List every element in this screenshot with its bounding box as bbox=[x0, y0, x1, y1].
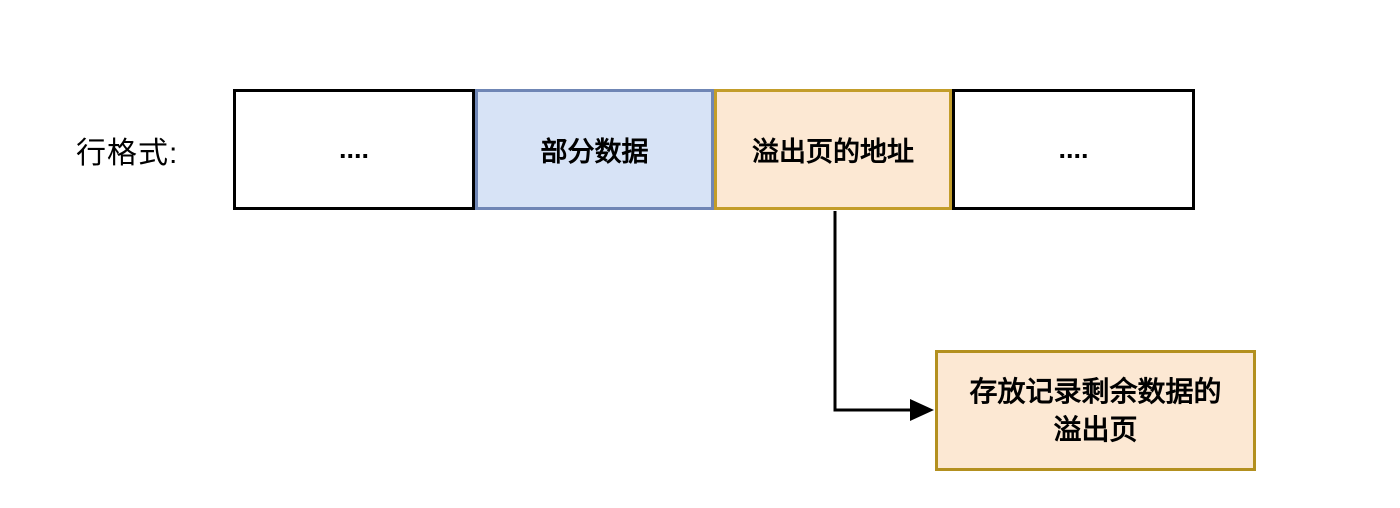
arrow-head-icon bbox=[910, 399, 934, 421]
row-format-label: 行格式: bbox=[76, 136, 179, 170]
arrow-line bbox=[833, 211, 914, 412]
overflow-box-line1: 存放记录剩余数据的 bbox=[969, 375, 1222, 407]
overflow-page-box: 存放记录剩余数据的 溢出页 bbox=[935, 350, 1256, 471]
overflow-box-line2: 溢出页 bbox=[1053, 413, 1138, 445]
record-row: .... 部分数据 溢出页的地址 .... bbox=[233, 89, 1195, 210]
cell-ellipsis-left: .... bbox=[233, 89, 475, 210]
cell-partial-data: 部分数据 bbox=[475, 89, 714, 210]
cell-ellipsis-right: .... bbox=[952, 89, 1195, 210]
cell-overflow-page-address: 溢出页的地址 bbox=[714, 89, 952, 210]
